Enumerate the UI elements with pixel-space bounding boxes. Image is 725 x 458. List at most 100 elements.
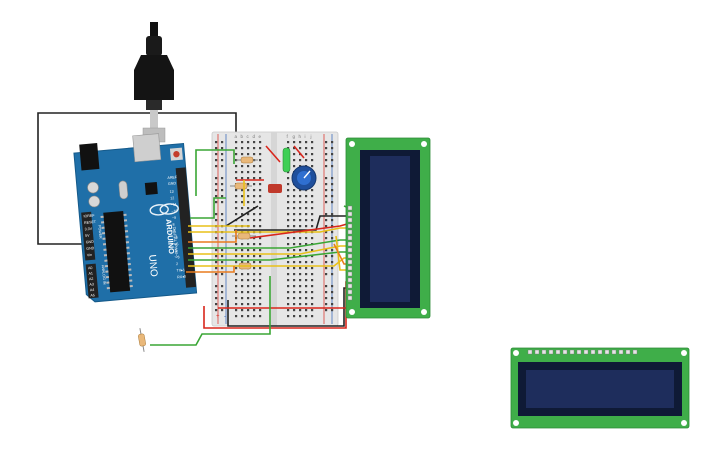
wire-black-loop[interactable] — [37, 112, 237, 245]
breadboard-hole[interactable] — [247, 261, 250, 264]
breadboard-hole[interactable] — [259, 183, 262, 186]
breadboard-hole[interactable] — [293, 285, 296, 288]
rail-hole[interactable] — [331, 297, 334, 300]
rail-hole[interactable] — [221, 285, 224, 288]
breadboard-hole[interactable] — [287, 249, 290, 252]
rail-hole[interactable] — [331, 303, 334, 306]
breadboard-hole[interactable] — [293, 189, 296, 192]
breadboard-hole[interactable] — [235, 141, 238, 144]
breadboard-hole[interactable] — [253, 177, 256, 180]
rail-hole[interactable] — [215, 159, 218, 162]
rail-hole[interactable] — [331, 183, 334, 186]
rail-hole[interactable] — [325, 201, 328, 204]
breadboard-hole[interactable] — [259, 315, 262, 318]
breadboard-hole[interactable] — [305, 201, 308, 204]
lcd-pin[interactable] — [597, 349, 603, 355]
breadboard-hole[interactable] — [241, 249, 244, 252]
rail-hole[interactable] — [215, 189, 218, 192]
breadboard-hole[interactable] — [311, 273, 314, 276]
lcd-pin[interactable] — [347, 217, 353, 223]
breadboard-hole[interactable] — [293, 213, 296, 216]
breadboard-hole[interactable] — [287, 183, 290, 186]
breadboard-hole[interactable] — [299, 147, 302, 150]
power-header[interactable] — [81, 211, 96, 261]
breadboard-hole[interactable] — [235, 195, 238, 198]
breadboard-hole[interactable] — [305, 273, 308, 276]
breadboard-hole[interactable] — [235, 261, 238, 264]
breadboard-hole[interactable] — [259, 153, 262, 156]
rail-hole[interactable] — [331, 231, 334, 234]
lcd-pin[interactable] — [527, 349, 533, 355]
breadboard-hole[interactable] — [241, 153, 244, 156]
rail-hole[interactable] — [331, 177, 334, 180]
breadboard-hole[interactable] — [311, 249, 314, 252]
breadboard-hole[interactable] — [235, 291, 238, 294]
breadboard-hole[interactable] — [247, 315, 250, 318]
lcd-pin[interactable] — [541, 349, 547, 355]
rail-hole[interactable] — [331, 141, 334, 144]
rail-hole[interactable] — [215, 213, 218, 216]
breadboard-hole[interactable] — [287, 297, 290, 300]
lcd-pin[interactable] — [611, 349, 617, 355]
breadboard-hole[interactable] — [299, 297, 302, 300]
rail-hole[interactable] — [221, 201, 224, 204]
rail-hole[interactable] — [331, 153, 334, 156]
breadboard-hole[interactable] — [259, 309, 262, 312]
breadboard-hole[interactable] — [253, 297, 256, 300]
lcd-pin[interactable] — [347, 259, 353, 265]
rail-hole[interactable] — [221, 189, 224, 192]
breadboard-hole[interactable] — [235, 303, 238, 306]
breadboard-hole[interactable] — [305, 213, 308, 216]
rail-hole[interactable] — [325, 231, 328, 234]
breadboard-hole[interactable] — [311, 207, 314, 210]
breadboard-hole[interactable] — [241, 303, 244, 306]
breadboard-hole[interactable] — [259, 291, 262, 294]
rail-hole[interactable] — [325, 237, 328, 240]
breadboard-hole[interactable] — [293, 303, 296, 306]
breadboard-hole[interactable] — [293, 219, 296, 222]
breadboard-hole[interactable] — [259, 207, 262, 210]
lcd-pin[interactable] — [347, 271, 353, 277]
breadboard-hole[interactable] — [247, 219, 250, 222]
breadboard-hole[interactable] — [241, 219, 244, 222]
resistor-icon[interactable] — [236, 156, 258, 164]
breadboard-hole[interactable] — [235, 309, 238, 312]
breadboard-hole[interactable] — [293, 237, 296, 240]
breadboard-hole[interactable] — [293, 309, 296, 312]
rail-hole[interactable] — [331, 195, 334, 198]
rail-hole[interactable] — [325, 309, 328, 312]
breadboard-hole[interactable] — [293, 207, 296, 210]
breadboard-hole[interactable] — [305, 297, 308, 300]
breadboard-hole[interactable] — [241, 201, 244, 204]
breadboard-hole[interactable] — [241, 147, 244, 150]
breadboard-hole[interactable] — [287, 213, 290, 216]
breadboard-hole[interactable] — [235, 201, 238, 204]
breadboard-hole[interactable] — [235, 273, 238, 276]
breadboard-hole[interactable] — [311, 297, 314, 300]
breadboard-hole[interactable] — [311, 237, 314, 240]
rail-hole[interactable] — [221, 147, 224, 150]
breadboard-hole[interactable] — [253, 255, 256, 258]
rail-hole[interactable] — [221, 159, 224, 162]
rail-hole[interactable] — [325, 249, 328, 252]
breadboard-hole[interactable] — [253, 243, 256, 246]
breadboard-hole[interactable] — [241, 297, 244, 300]
breadboard-hole[interactable] — [311, 315, 314, 318]
breadboard-hole[interactable] — [299, 315, 302, 318]
rail-hole[interactable] — [215, 147, 218, 150]
breadboard-hole[interactable] — [241, 195, 244, 198]
rail-hole[interactable] — [221, 195, 224, 198]
rail-hole[interactable] — [331, 213, 334, 216]
breadboard-hole[interactable] — [287, 285, 290, 288]
breadboard-hole[interactable] — [311, 213, 314, 216]
lcd-pin[interactable] — [583, 349, 589, 355]
breadboard-hole[interactable] — [293, 153, 296, 156]
breadboard-hole[interactable] — [305, 243, 308, 246]
breadboard-hole[interactable] — [253, 183, 256, 186]
breadboard-hole[interactable] — [259, 201, 262, 204]
breadboard-hole[interactable] — [293, 279, 296, 282]
breadboard-hole[interactable] — [259, 243, 262, 246]
lcd-pin[interactable] — [548, 349, 554, 355]
breadboard-hole[interactable] — [311, 195, 314, 198]
breadboard-hole[interactable] — [259, 297, 262, 300]
